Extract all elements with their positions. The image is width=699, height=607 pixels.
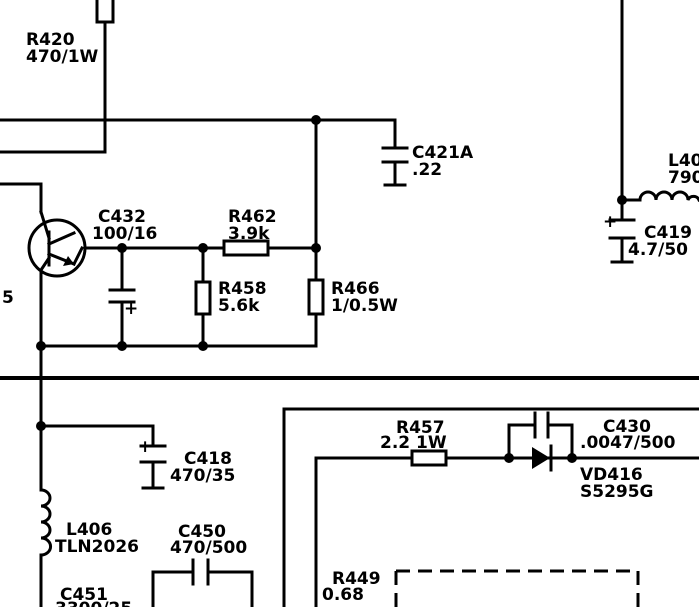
c450-capacitor <box>191 558 210 586</box>
r462-resistor <box>222 239 270 257</box>
r462-value: 3.9k <box>228 224 270 244</box>
r449-ref: R449 <box>332 569 381 589</box>
transistor <box>27 210 87 278</box>
c418-plus: + <box>138 437 152 457</box>
r420-value: 470/1W <box>26 47 99 67</box>
c421a-ref: C421A <box>412 143 474 163</box>
junction-dots <box>36 115 627 463</box>
dashed-module-outline <box>394 569 640 607</box>
l406-value: TLN2026 <box>55 537 139 557</box>
r420-ref: R420 <box>26 30 75 50</box>
r462-ref: R462 <box>228 207 277 227</box>
c451-value: 3300/25 <box>55 599 132 607</box>
c430-value: .0047/500 <box>580 433 676 453</box>
c419-value: 4.7/50 <box>628 240 688 260</box>
c418-value: 470/35 <box>170 466 235 486</box>
r457-ref: R457 <box>396 418 445 438</box>
c418-capacitor <box>139 444 167 490</box>
c450-ref: C450 <box>178 522 226 542</box>
r458-ref: R458 <box>218 279 267 299</box>
c432-plus: + <box>124 299 138 319</box>
c419-plus: + <box>603 212 617 232</box>
r420-resistor <box>95 0 115 24</box>
c430-ref: C430 <box>603 417 651 437</box>
l406-inductor <box>39 488 53 557</box>
r457-value: 2.2 1W <box>380 433 447 453</box>
vd416-diode <box>532 444 553 472</box>
c432-capacitor <box>108 288 136 304</box>
r457-resistor <box>410 449 448 467</box>
r458-value: 5.6k <box>218 296 260 316</box>
r466-ref: R466 <box>331 279 380 299</box>
c432-ref: C432 <box>98 207 146 227</box>
c421a-capacitor <box>381 146 409 187</box>
r466-value: 1/0.5W <box>331 296 398 316</box>
component-labels: R420 470/1W C421A .22 C432 100/16 R462 3… <box>2 30 699 607</box>
l40x-ref: L40 <box>668 151 699 171</box>
c419-capacitor <box>608 218 636 264</box>
c430-capacitor <box>533 411 550 439</box>
r449-value: 0.68 <box>322 585 364 605</box>
c419-ref: C419 <box>644 223 692 243</box>
vd416-value: S5295G <box>580 482 654 502</box>
c432-value: 100/16 <box>92 224 157 244</box>
edge-label: 5 <box>2 288 14 308</box>
l40x-value: 790 <box>668 168 699 188</box>
r466-resistor <box>307 278 325 316</box>
c418-ref: C418 <box>184 449 232 469</box>
c451-ref: C451 <box>60 585 108 605</box>
r458-resistor <box>194 280 212 316</box>
vd416-ref: VD416 <box>580 465 643 485</box>
c421a-value: .22 <box>412 160 442 180</box>
l40x-inductor <box>638 190 699 202</box>
l406-ref: L406 <box>66 520 112 540</box>
c450-value: 470/500 <box>170 538 247 558</box>
